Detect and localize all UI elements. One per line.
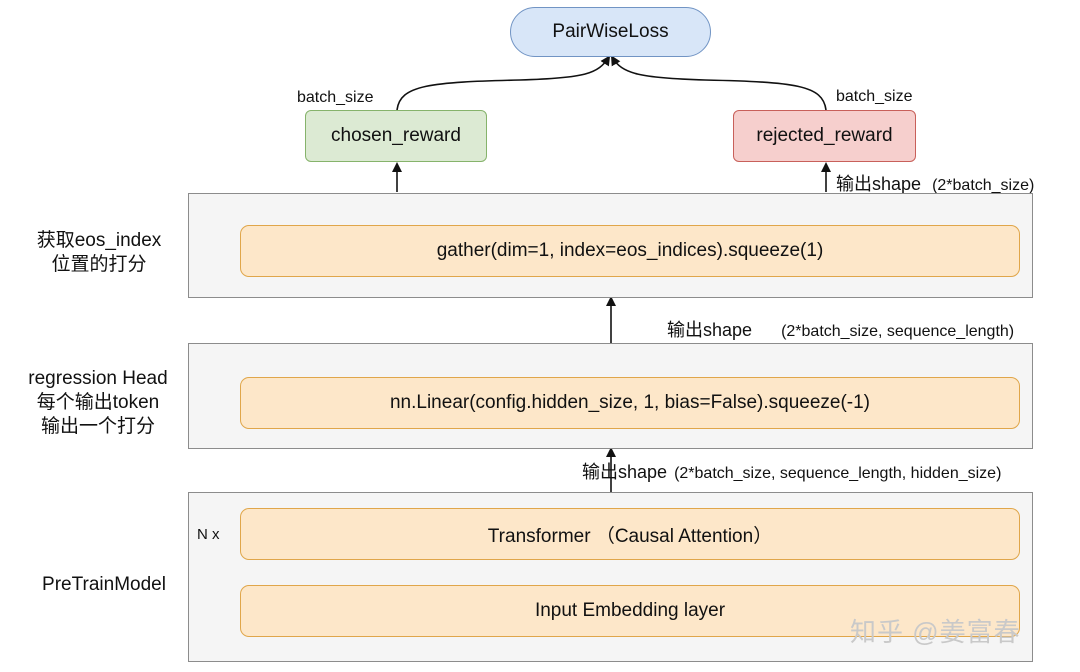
head-side-label: regression Head 每个输出token 输出一个打分: [12, 367, 184, 439]
linear-op-box: nn.Linear(config.hidden_size, 1, bias=Fa…: [240, 377, 1020, 429]
head-side-line3: 输出一个打分: [40, 416, 155, 437]
pretrain-output-shape: 输出shape (2*batch_size, sequence_length, …: [582, 458, 1001, 484]
chosen-batch-size-label: batch_size: [297, 89, 374, 106]
head-output-label: 输出shape: [667, 320, 753, 340]
rejected-reward-node: rejected_reward: [733, 110, 916, 162]
pretrain-output-label: 输出shape: [582, 462, 668, 482]
watermark: 知乎 @姜富春: [850, 617, 1021, 647]
transformer-label: Transformer （Causal Attention）: [487, 525, 773, 547]
rejected-batch-size-label: batch_size: [836, 88, 913, 105]
arrow-chosen-to-loss: [396, 55, 611, 111]
pretrain-output-dims: (2*batch_size, sequence_length, hidden_s…: [674, 465, 1002, 482]
gather-side-label: 获取eos_index 位置的打分: [14, 229, 184, 277]
pretrain-side-label: PreTrainModel: [42, 574, 166, 595]
chosen-reward-label: chosen_reward: [331, 125, 461, 146]
embedding-box: Input Embedding layer: [240, 585, 1020, 637]
linear-op-label: nn.Linear(config.hidden_size, 1, bias=Fa…: [389, 392, 871, 413]
gather-side-line1: 获取eos_index: [36, 230, 162, 251]
gather-output-label: 输出shape: [836, 174, 922, 194]
gather-op-box: gather(dim=1, index=eos_indices).squeeze…: [240, 225, 1020, 277]
head-side-line2: 每个输出token: [36, 392, 160, 413]
chosen-reward-node: chosen_reward: [305, 110, 487, 162]
gather-output-shape: 输出shape (2*batch_size): [836, 170, 1034, 196]
head-output-dims: (2*batch_size, sequence_length): [781, 323, 1015, 340]
gather-side-line2: 位置的打分: [51, 254, 147, 275]
transformer-box: Transformer （Causal Attention）: [240, 508, 1020, 560]
head-side-line1: regression Head: [28, 368, 168, 389]
embedding-label: Input Embedding layer: [534, 600, 726, 621]
pairwise-loss-node: PairWiseLoss: [510, 7, 711, 57]
repeat-n-label: N x: [197, 526, 220, 543]
gather-op-label: gather(dim=1, index=eos_indices).squeeze…: [436, 240, 824, 261]
pairwise-loss-label: PairWiseLoss: [552, 21, 669, 42]
gather-output-dims: (2*batch_size): [932, 177, 1035, 194]
rejected-reward-label: rejected_reward: [756, 125, 893, 146]
head-output-shape: 输出shape (2*batch_size, sequence_length): [667, 316, 1014, 342]
arrow-rejected-to-loss: [610, 55, 827, 111]
